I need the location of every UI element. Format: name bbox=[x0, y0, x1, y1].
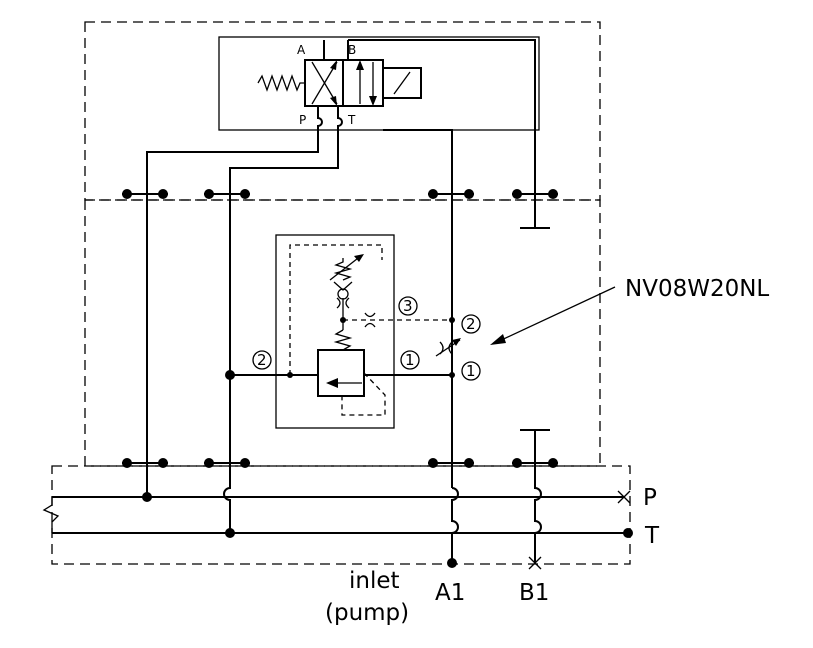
adjustable-spring-icon bbox=[333, 258, 353, 281]
module-outlines bbox=[51, 21, 631, 565]
port-p-label: P bbox=[643, 485, 657, 511]
cavity-3-label: 3 bbox=[403, 297, 413, 315]
port-a1-label: A1 bbox=[435, 580, 465, 606]
cavity-1-left-marker bbox=[400, 350, 420, 370]
cavity-2-left-marker bbox=[252, 350, 272, 370]
part-callout: NV08W20NL bbox=[490, 276, 769, 345]
cavity-1-marker bbox=[461, 361, 481, 381]
port-p-plug-icon bbox=[617, 490, 631, 504]
port-b1-label: B1 bbox=[519, 580, 549, 606]
valve-port-b-label: B bbox=[348, 43, 356, 57]
cartridge-valve-module bbox=[84, 199, 601, 467]
cartridge-spool-icon bbox=[317, 349, 365, 397]
solenoid-directional-valve: A B P T bbox=[218, 36, 540, 131]
port-b1-plug-icon bbox=[528, 556, 542, 570]
cavity-1-left-label: 1 bbox=[405, 351, 415, 369]
solenoid-coil-icon bbox=[382, 67, 422, 99]
valve-port-a-label: A bbox=[297, 43, 306, 57]
port-t-label: T bbox=[644, 523, 660, 549]
cartridge-frame bbox=[275, 234, 395, 429]
valve-port-p-label: P bbox=[299, 113, 306, 127]
cavity-2-label: 2 bbox=[466, 315, 476, 333]
valve-pilot-frame bbox=[218, 36, 540, 131]
seal-row-top bbox=[122, 189, 558, 199]
inlet-body-module bbox=[51, 465, 631, 565]
flow-lines bbox=[42, 39, 628, 563]
inlet-label-line2: (pump) bbox=[325, 600, 409, 626]
cavity-2-marker bbox=[461, 314, 481, 334]
solenoid-valve-module bbox=[84, 21, 601, 201]
ports: P T A1 B1 inlet (pump) bbox=[325, 485, 660, 626]
valve-spring-icon bbox=[257, 74, 305, 92]
cartridge-valve: 3 2 1 2 1 bbox=[230, 234, 481, 429]
seal-markers bbox=[122, 189, 558, 468]
inlet-label-line1: inlet bbox=[349, 568, 400, 594]
cavity-2-left-label: 2 bbox=[257, 351, 267, 369]
junction-dots bbox=[142, 317, 633, 568]
cavity-3-marker bbox=[398, 296, 418, 316]
valve-envelope-right bbox=[342, 59, 384, 107]
part-number-label: NV08W20NL bbox=[625, 276, 769, 302]
valve-port-t-label: T bbox=[347, 113, 356, 127]
cavity-1-label: 1 bbox=[466, 362, 476, 380]
